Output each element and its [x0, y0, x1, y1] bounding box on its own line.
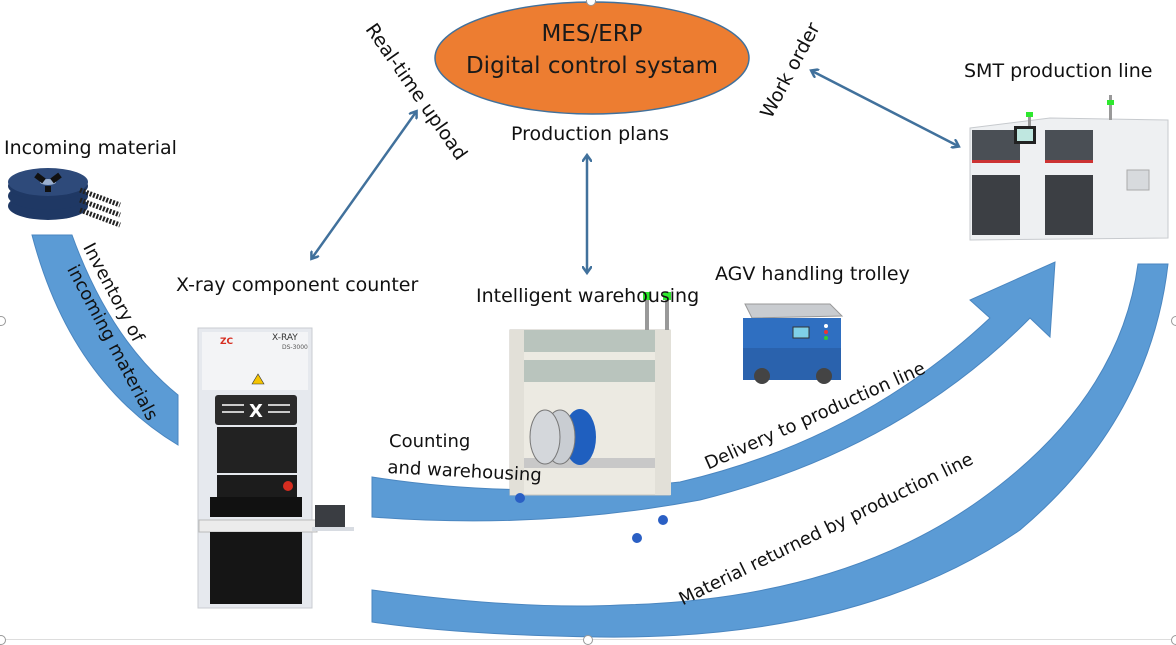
- svg-text:ZC: ZC: [220, 337, 234, 347]
- bottom-resize-handle[interactable]: [583, 635, 593, 645]
- xray-counter-machine: X ZC: [197, 327, 354, 609]
- mes-erp-line2: Digital control systam: [465, 53, 719, 79]
- inventory-flow-arrow: [31, 234, 179, 446]
- right-resize-handle[interactable]: [1171, 316, 1176, 326]
- bottom-left-resize-handle[interactable]: [0, 635, 6, 645]
- production-plans-label: Production plans: [511, 123, 670, 145]
- returned-flow-arrow: [371, 263, 1169, 638]
- xray-brand-label: X-RAY: [272, 333, 298, 343]
- intelligent-warehousing-label: Intelligent warehousing: [476, 285, 700, 307]
- smt-machine: [969, 95, 1169, 241]
- work-order-connector: [812, 71, 958, 146]
- mes-erp-line1: MES/ERP: [541, 21, 643, 47]
- svg-text:X: X: [249, 401, 263, 422]
- real-time-upload-connector: [312, 112, 416, 258]
- counting-label-line1: Counting: [389, 431, 471, 452]
- smt-line-label: SMT production line: [964, 60, 1153, 82]
- agv-trolley: [743, 303, 844, 384]
- xray-model-label: DS-3000: [282, 344, 308, 351]
- agv-trolley-label: AGV handling trolley: [715, 263, 910, 285]
- incoming-material-label: Incoming material: [4, 137, 177, 159]
- bottom-right-resize-handle[interactable]: [1171, 635, 1176, 645]
- mes-erp-title: MES/ERP Digital control systam: [432, 18, 752, 82]
- reel-rack-cart: [509, 292, 671, 543]
- reel-stack-icon: [8, 168, 121, 228]
- left-resize-handle[interactable]: [0, 316, 6, 326]
- top-resize-handle[interactable]: [586, 0, 596, 6]
- xray-counter-label: X-ray component counter: [176, 274, 419, 296]
